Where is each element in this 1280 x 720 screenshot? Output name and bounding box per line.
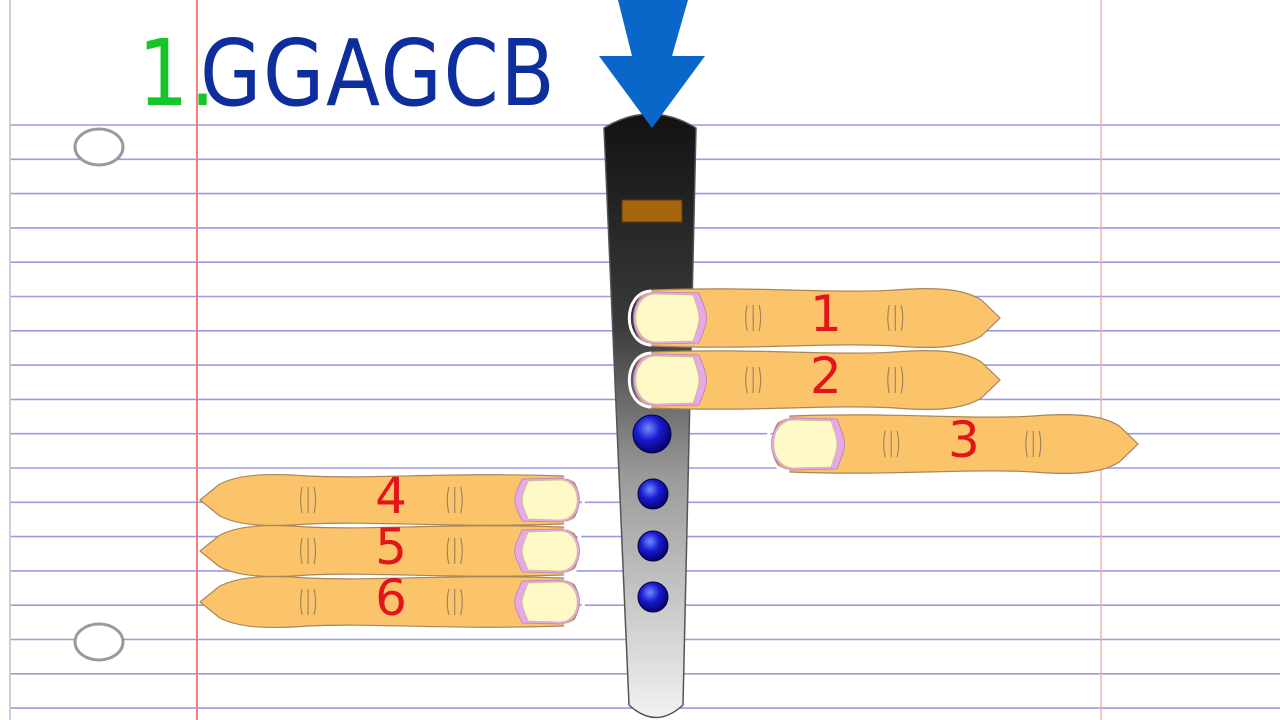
finger-5 <box>199 524 586 578</box>
recorder-hole-4 <box>637 478 669 510</box>
song-notes: GGAGCB <box>200 20 557 127</box>
finger-number-5: 5 <box>375 518 407 576</box>
recorder-hole-5 <box>637 530 669 562</box>
finger-1-group: 1 <box>624 286 1002 354</box>
finger-1 <box>627 287 1001 349</box>
finger-number-4: 4 <box>375 467 407 525</box>
recorder-window <box>621 199 683 223</box>
finger-number-1: 1 <box>810 285 842 343</box>
finger-6-group: 6 <box>198 569 588 634</box>
finger-4-group: 4 <box>198 467 588 532</box>
down-arrow-icon <box>599 0 705 128</box>
recorder-hole-6 <box>637 581 669 613</box>
recorder-hole-3 <box>632 414 672 454</box>
finger-number-6: 6 <box>375 569 407 627</box>
finger-4 <box>199 473 586 527</box>
finger-3-group: 3 <box>762 412 1140 480</box>
finger-3 <box>765 413 1139 475</box>
finger-2-group: 2 <box>624 348 1002 416</box>
binder-hole-top <box>73 127 125 167</box>
finger-number-3: 3 <box>948 411 980 469</box>
binder-hole-bottom <box>73 622 125 662</box>
finger-number-2: 2 <box>810 347 842 405</box>
finger-2 <box>627 349 1001 411</box>
song-number: 1. <box>138 20 217 127</box>
finger-5-group: 5 <box>198 518 588 583</box>
finger-6 <box>199 575 586 629</box>
